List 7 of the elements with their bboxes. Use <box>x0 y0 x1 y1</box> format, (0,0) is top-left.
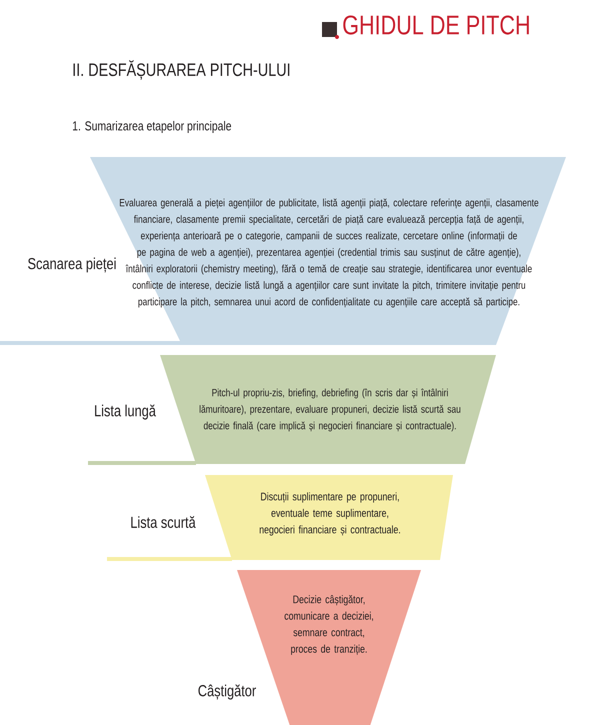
stage-label: Lista scurtă <box>131 516 196 528</box>
funnel-stage: Pitch-ul propriu-zis, briefing, debriefing (în scris dar și întâlniri lămuritoare), prezentare, evaluare propuneri, decizie listă scurtă sau decizie finală (care implică și negocieri financiare și contractuale). <box>160 355 496 464</box>
header-title: GHIDUL DE PITCH <box>343 15 529 35</box>
funnel-stage: Discuții suplimentare pe propuneri, eventuale teme suplimentare, negocieri financiare și contractuale. <box>205 475 453 560</box>
section-title: II. DESFĂȘURAREA PITCH-ULUI <box>74 60 290 80</box>
subsection-title: 1. Sumarizarea etapelor principale <box>73 120 232 134</box>
stage-label: Lista lungă <box>95 404 156 420</box>
